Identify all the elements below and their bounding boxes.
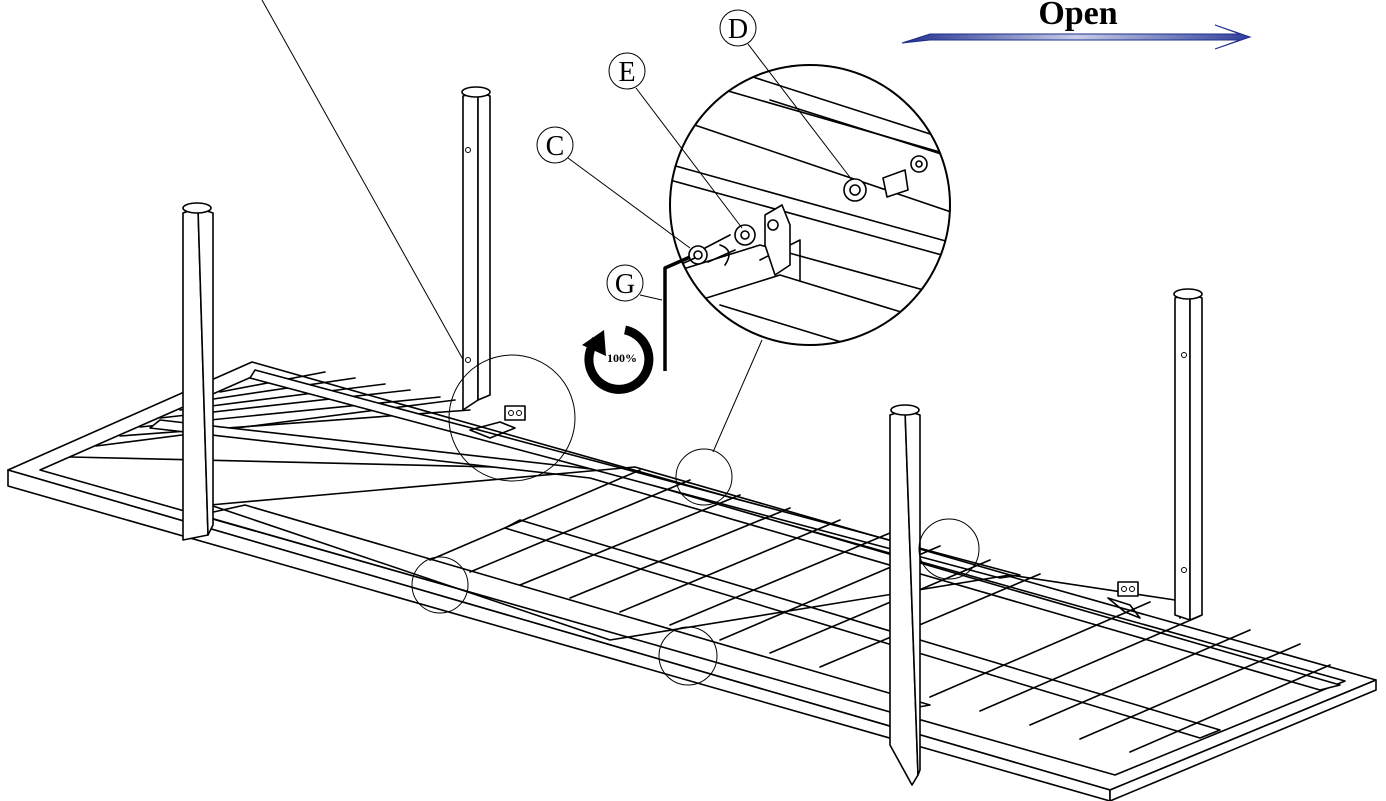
leader-line-top bbox=[261, 0, 471, 373]
callout-g: G bbox=[606, 255, 691, 371]
callout-c: C bbox=[536, 126, 691, 249]
leader-line-zoom bbox=[712, 339, 763, 453]
zoom-detail bbox=[669, 64, 951, 346]
brackets bbox=[469, 405, 1141, 619]
callout-g-label: G bbox=[615, 269, 635, 300]
leg-back-right bbox=[1173, 288, 1203, 621]
detail-circle-left bbox=[448, 354, 576, 482]
callout-d: D bbox=[719, 9, 853, 181]
rotation-arrowhead bbox=[582, 330, 606, 356]
detail-circle-right bbox=[918, 518, 980, 580]
detail-circle-center bbox=[675, 448, 733, 506]
leg-back-left bbox=[461, 86, 491, 411]
location-circles bbox=[411, 354, 980, 686]
torque-indicator: 100% bbox=[582, 325, 654, 394]
callout-e: E bbox=[608, 52, 743, 229]
detail-circle-front-left bbox=[411, 556, 469, 614]
callout-d-label: D bbox=[728, 14, 748, 45]
torque-label: 100% bbox=[607, 351, 637, 365]
open-label: Open bbox=[1038, 0, 1117, 32]
hex-key-icon bbox=[663, 255, 691, 371]
callout-c-label: C bbox=[546, 131, 565, 162]
open-direction-arrow: Open bbox=[901, 0, 1252, 50]
arrow-shape bbox=[901, 24, 1252, 50]
leg-front-left bbox=[182, 202, 214, 541]
detail-circle-front-center bbox=[658, 626, 718, 686]
leg-front-right bbox=[889, 404, 921, 786]
callout-e-label: E bbox=[618, 57, 635, 88]
clockwise-rotation-icon bbox=[584, 325, 654, 394]
legs bbox=[182, 86, 1203, 786]
table-frame bbox=[7, 361, 1377, 801]
